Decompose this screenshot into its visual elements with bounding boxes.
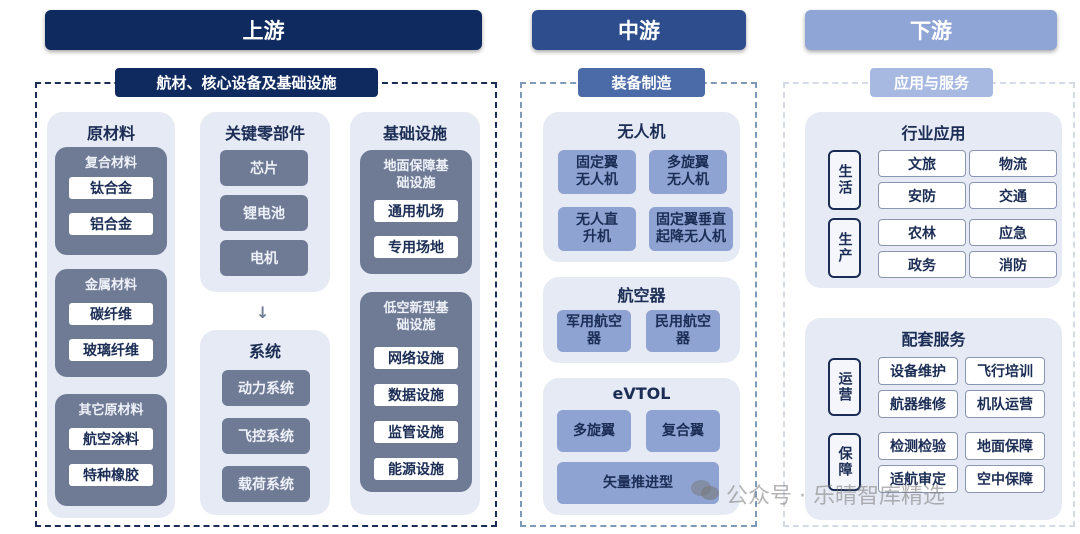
item: 无人直升机	[558, 207, 636, 251]
item: 文旅	[878, 150, 966, 177]
item: 多旋翼	[557, 410, 631, 452]
key-parts-title: 关键零部件	[224, 124, 305, 143]
services-title: 配套服务	[901, 330, 966, 349]
item: 消防	[969, 251, 1057, 278]
item: 物流	[969, 150, 1057, 177]
key-parts-card: 关键零部件 芯片 锂电池 电机	[200, 112, 330, 292]
services-card: 配套服务 运营 设备维护 飞行培训 航器维修 机队运营 保障 检测检验 地面保障…	[805, 318, 1062, 520]
item: 农林	[878, 219, 966, 246]
evtol-title: eVTOL	[612, 384, 671, 403]
new-infra-group: 低空新型基础设施 网络设施 数据设施 监管设施 能源设施	[360, 292, 472, 492]
item: 多旋翼无人机	[649, 150, 727, 194]
industry-title: 行业应用	[901, 124, 966, 143]
item: 钛合金	[69, 177, 153, 199]
composite-group: 复合材料 钛合金 铝合金	[55, 147, 167, 255]
item: 复合翼	[646, 410, 720, 452]
ground-infra-group: 地面保障基础设施 通用机场 专用场地	[360, 150, 472, 274]
item: 玻璃纤维	[69, 339, 153, 361]
group-title: 金属材料	[84, 278, 137, 293]
upstream-label: 航材、核心设备及基础设施	[115, 68, 378, 97]
item: 碳纤维	[69, 303, 153, 325]
drone-card: 无人机 固定翼无人机 多旋翼无人机 无人直升机 固定翼垂直起降无人机	[543, 112, 740, 262]
metal-group: 金属材料 碳纤维 玻璃纤维	[55, 269, 167, 377]
item: 应急	[969, 219, 1057, 246]
aircraft-card: 航空器 军用航空器 民用航空器	[543, 277, 740, 363]
item: 航器维修	[878, 390, 958, 418]
group-title: 低空新型基础设施	[383, 301, 449, 333]
raw-materials-card: 原材料 复合材料 钛合金 铝合金 金属材料 碳纤维 玻璃纤维 其它原材料 航空涂…	[47, 112, 175, 518]
item: 政务	[878, 251, 966, 278]
item: 特种橡胶	[69, 464, 153, 486]
midstream-header: 中游	[532, 10, 746, 50]
raw-materials-title: 原材料	[86, 124, 135, 143]
item: 锂电池	[220, 195, 308, 231]
wechat-icon	[690, 478, 720, 502]
group-title: 其它原材料	[78, 403, 144, 418]
item: 军用航空器	[557, 310, 631, 352]
item: 监管设施	[374, 421, 458, 443]
item: 安防	[878, 182, 966, 209]
midstream-label: 装备制造	[578, 68, 705, 97]
item: 飞控系统	[222, 418, 310, 454]
downstream-label: 应用与服务	[870, 68, 993, 97]
item: 固定翼无人机	[558, 150, 636, 194]
systems-title: 系统	[248, 342, 281, 361]
group-title: 复合材料	[84, 156, 137, 171]
item: 设备维护	[878, 357, 958, 385]
item: 适航审定	[878, 465, 958, 493]
item: 飞行培训	[965, 357, 1045, 385]
item: 动力系统	[222, 370, 310, 406]
category-label: 保障	[828, 433, 861, 491]
item: 检测检验	[878, 432, 958, 460]
item: 地面保障	[965, 432, 1045, 460]
item: 固定翼垂直起降无人机	[649, 207, 733, 251]
item: 载荷系统	[222, 466, 310, 502]
aircraft-title: 航空器	[617, 286, 666, 305]
item: 通用机场	[374, 200, 458, 222]
item: 空中保障	[965, 465, 1045, 493]
category-label: 生产	[828, 218, 861, 278]
item: 机队运营	[965, 390, 1045, 418]
arrow-down-icon: ↓	[256, 303, 270, 322]
upstream-header: 上游	[45, 10, 482, 50]
industry-card: 行业应用 生活 文旅 物流 安防 交通 生产 农林 应急 政务 消防	[805, 112, 1062, 288]
category-label: 生活	[828, 150, 861, 210]
category-label: 运营	[828, 358, 861, 416]
other-materials-group: 其它原材料 航空涂料 特种橡胶	[55, 394, 167, 506]
item: 芯片	[220, 150, 308, 186]
item: 航空涂料	[69, 428, 153, 450]
infrastructure-title: 基础设施	[382, 124, 447, 143]
item: 铝合金	[69, 213, 153, 235]
systems-card: 系统 动力系统 飞控系统 载荷系统	[200, 330, 330, 515]
item: 电机	[220, 240, 308, 276]
item: 矢量推进型	[557, 462, 719, 504]
item: 能源设施	[374, 458, 458, 480]
group-title: 地面保障基础设施	[383, 159, 449, 191]
item: 民用航空器	[646, 310, 720, 352]
watermark-text: 公众号 · 乐晴智库精选	[726, 484, 945, 509]
downstream-header: 下游	[805, 10, 1057, 50]
drone-title: 无人机	[617, 122, 666, 141]
item: 网络设施	[374, 347, 458, 369]
infrastructure-card: 基础设施 地面保障基础设施 通用机场 专用场地 低空新型基础设施 网络设施 数据…	[350, 112, 480, 515]
item: 专用场地	[374, 236, 458, 258]
item: 交通	[969, 182, 1057, 209]
item: 数据设施	[374, 384, 458, 406]
